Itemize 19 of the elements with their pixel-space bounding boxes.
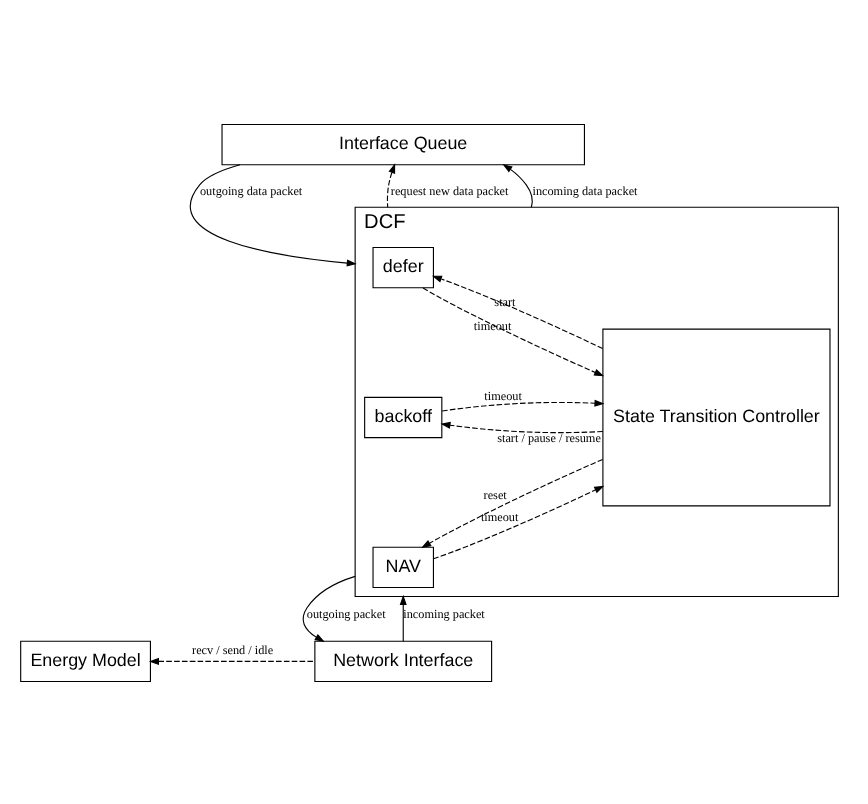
node-box: State Transition Controller bbox=[602, 327, 831, 506]
node-box: backoff bbox=[364, 395, 443, 438]
arrow bbox=[421, 457, 604, 548]
node-box: Interface Queue bbox=[221, 122, 585, 165]
arrow bbox=[440, 420, 604, 433]
arrow bbox=[433, 484, 605, 559]
node-box: defer bbox=[372, 245, 434, 288]
arrow bbox=[422, 286, 605, 376]
arrow bbox=[302, 574, 356, 641]
arrow bbox=[502, 162, 533, 207]
arrow bbox=[431, 274, 604, 349]
arrow bbox=[441, 398, 605, 411]
arrow bbox=[189, 163, 357, 266]
arrow bbox=[148, 656, 316, 664]
arrow bbox=[399, 593, 407, 641]
node-box: Network Interface bbox=[314, 639, 493, 682]
node-box: Energy Model bbox=[20, 639, 151, 682]
node-box: NAV bbox=[372, 545, 434, 588]
arrow bbox=[386, 162, 396, 207]
